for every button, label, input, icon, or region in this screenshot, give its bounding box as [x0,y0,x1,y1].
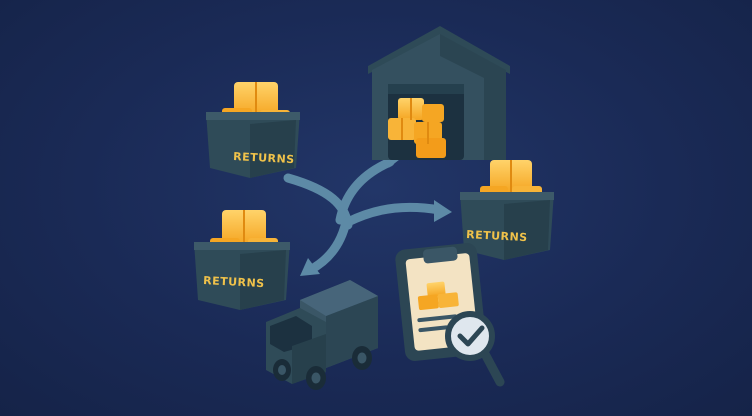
warehouse-icon [368,26,510,160]
returns-bin-3: RETURNS [194,210,290,310]
magnifier-check-icon [445,311,505,387]
returns-bin-label: RETURNS [203,274,265,290]
returns-bin-label: RETURNS [233,150,295,166]
delivery-truck-icon [266,280,378,390]
returns-bin-label: RETURNS [466,228,528,244]
returns-bin-1: RETURNS [206,82,300,178]
clipboard-boxes [417,281,459,311]
returns-bin-2: RETURNS [460,160,554,260]
warehouse-boxes [388,98,446,158]
